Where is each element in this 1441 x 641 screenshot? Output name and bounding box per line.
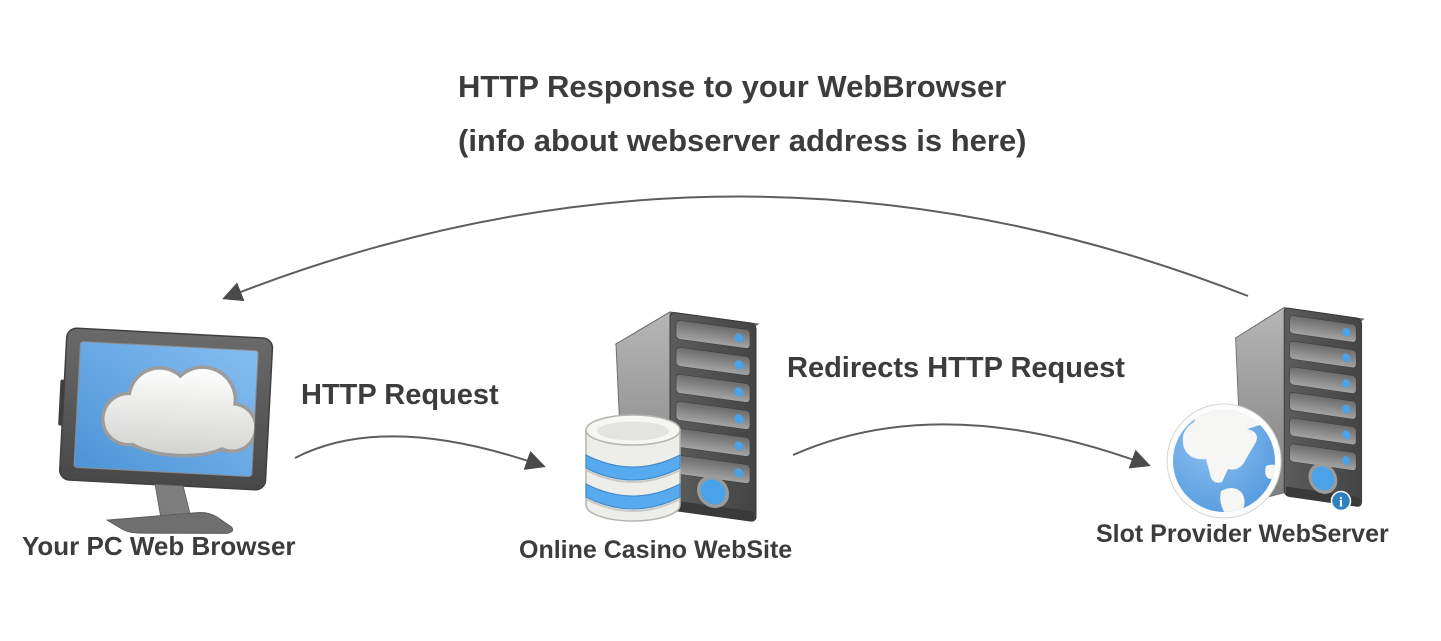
slot-server-icon: i bbox=[1166, 305, 1366, 519]
http-request-arrow bbox=[294, 435, 546, 470]
response-line-2: (info about webserver address is here) bbox=[458, 123, 1027, 158]
globe-icon bbox=[1166, 403, 1282, 519]
redirect-request-arrow bbox=[792, 423, 1151, 469]
request-annotation: HTTP Request bbox=[301, 379, 499, 411]
response-annotation: HTTP Response to your WebBrowser (info a… bbox=[458, 60, 1027, 168]
node-label-casino: Online Casino WebSite bbox=[519, 536, 793, 564]
node-label-slot: Slot Provider WebServer bbox=[1096, 520, 1389, 548]
http-response-arrow bbox=[222, 195, 1249, 302]
info-badge-glyph: i bbox=[1339, 496, 1343, 511]
casino-server-icon bbox=[585, 310, 760, 524]
response-line-1: HTTP Response to your WebBrowser bbox=[458, 69, 1007, 104]
node-label-browser: Your PC Web Browser bbox=[22, 531, 296, 561]
database-icon bbox=[585, 414, 681, 522]
redirect-annotation: Redirects HTTP Request bbox=[787, 352, 1125, 384]
pc-monitor-icon bbox=[58, 327, 274, 534]
cloud-icon bbox=[101, 365, 258, 458]
info-badge-icon: i bbox=[1330, 490, 1352, 512]
